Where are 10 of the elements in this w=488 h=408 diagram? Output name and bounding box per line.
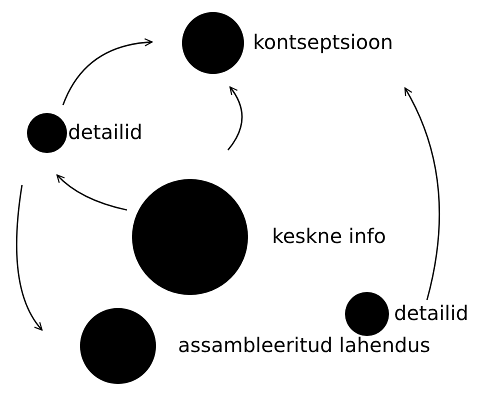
node-label: keskne info — [272, 224, 386, 248]
curved-arrow — [16, 184, 43, 331]
node-label: detailid — [68, 120, 142, 144]
node-label: kontseptsioon — [253, 30, 394, 54]
curved-arrow — [227, 86, 243, 150]
curved-arrow — [404, 87, 440, 300]
curved-arrow — [62, 38, 153, 106]
node-label: detailid — [394, 301, 468, 325]
node-label: assambleeritud lahendus — [178, 333, 430, 357]
curved-arrow — [56, 174, 128, 211]
